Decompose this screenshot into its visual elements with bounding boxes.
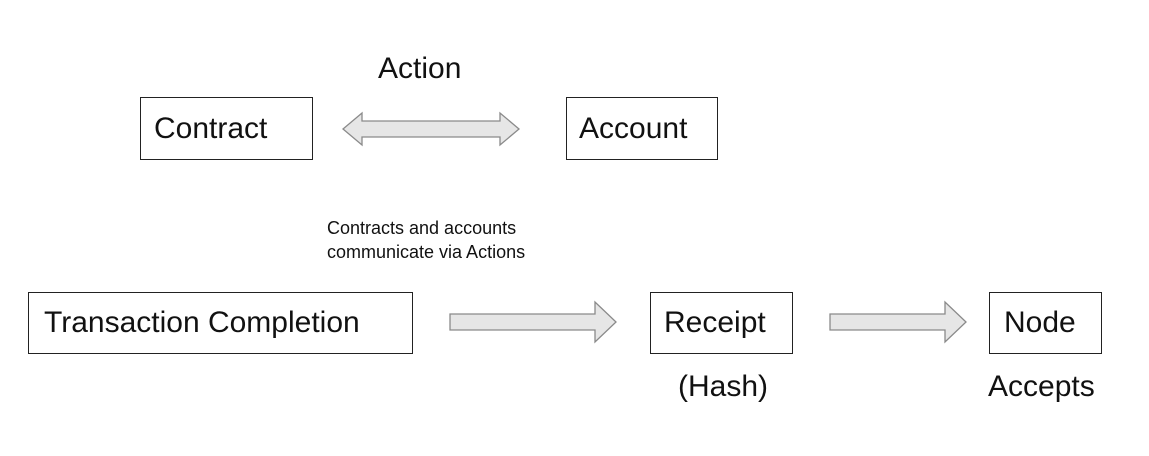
- note-line-2: communicate via Actions: [327, 242, 526, 262]
- receipt-sublabel: (Hash): [678, 370, 769, 403]
- contract-label: Contract: [154, 111, 268, 145]
- action-label: Action: [378, 52, 462, 85]
- receipt-label: Receipt: [664, 306, 766, 339]
- bidirectional-arrow-shape: [341, 111, 521, 147]
- note-line-1: Contracts and accounts: [327, 218, 517, 238]
- node-label: Node: [1004, 306, 1076, 339]
- note-text: Contracts and accounts communicate via A…: [327, 216, 525, 264]
- account-box: Account: [566, 97, 718, 160]
- right-arrow-1-shape: [449, 300, 617, 344]
- right-arrow-2-shape: [829, 300, 967, 344]
- transaction-completion-box: Transaction Completion: [28, 292, 413, 354]
- node-sublabel: Accepts: [988, 370, 1095, 403]
- node-box: Node: [989, 292, 1102, 354]
- account-label: Account: [579, 111, 688, 145]
- transaction-completion-label: Transaction Completion: [44, 306, 360, 339]
- contract-box: Contract: [140, 97, 313, 160]
- receipt-box: Receipt: [650, 292, 793, 354]
